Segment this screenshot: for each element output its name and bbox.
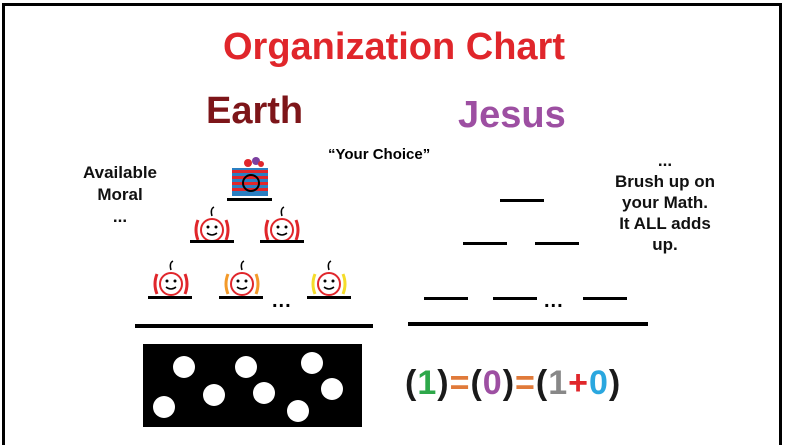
diagram-frame <box>2 3 782 445</box>
face-icon <box>264 206 300 246</box>
equation: (1)=(0)=(1+0) <box>405 364 621 403</box>
earth-ellipsis: ... <box>272 290 292 312</box>
row3-line-3 <box>307 296 351 299</box>
earth-base-line <box>135 324 373 328</box>
right-note-line1: Brush up on <box>614 172 716 191</box>
equation-token: = <box>449 364 471 402</box>
equation-token: + <box>568 364 589 402</box>
earth-heading: Earth <box>206 90 304 132</box>
row3-line-1 <box>148 296 192 299</box>
left-note-line1: Available <box>82 163 158 182</box>
white-dot <box>321 378 343 400</box>
your-choice-label: “Your Choice” <box>328 146 431 163</box>
left-note-line3: ... <box>112 207 128 226</box>
row2-line-2 <box>260 240 304 243</box>
equation-token: = <box>515 364 536 402</box>
white-dot <box>173 356 195 378</box>
left-note: Available Moral ... <box>60 162 180 228</box>
white-dot <box>253 382 275 404</box>
jesus-row2-line-1 <box>463 242 507 245</box>
jesus-row3-line-2 <box>493 297 537 300</box>
right-note: ... Brush up on your Math. It ALL adds u… <box>590 150 740 255</box>
jesus-row2-line-2 <box>535 242 579 245</box>
row2-line-1 <box>190 240 234 243</box>
equation-token: 0 <box>588 364 609 402</box>
jesus-heading: Jesus <box>458 94 566 136</box>
equation-token: 0 <box>482 364 503 402</box>
face-icon <box>153 260 189 300</box>
king-figure-icon <box>228 154 276 198</box>
equation-token: ( <box>535 364 549 402</box>
equation-token: ( <box>405 364 418 402</box>
face-icon <box>311 260 347 300</box>
equation-token: ) <box>437 364 450 402</box>
jesus-top-line <box>500 199 544 202</box>
white-dot <box>301 352 323 374</box>
king-line <box>227 198 272 201</box>
jesus-row3-line-3 <box>583 297 627 300</box>
jesus-ellipsis: ... <box>544 290 564 312</box>
face-icon <box>224 260 260 300</box>
row3-line-2 <box>219 296 263 299</box>
equation-token: 1 <box>417 364 438 402</box>
white-dot <box>203 384 225 406</box>
white-dot <box>153 396 175 418</box>
equation-token: ( <box>470 364 483 402</box>
right-note-line4: up. <box>652 235 678 254</box>
face-icon <box>194 206 230 246</box>
chart-title: Organization Chart <box>222 26 566 68</box>
right-note-top: ... <box>657 151 673 170</box>
left-note-line2: Moral <box>97 185 143 204</box>
equation-token: ) <box>608 364 622 402</box>
white-dot <box>287 400 309 422</box>
right-note-line3: It ALL adds <box>619 214 711 233</box>
white-dot <box>235 356 257 378</box>
right-note-line2: your Math. <box>622 193 708 212</box>
equation-token: ) <box>502 364 516 402</box>
black-box <box>143 344 362 427</box>
equation-token: 1 <box>548 364 569 402</box>
jesus-row3-line-1 <box>424 297 468 300</box>
jesus-base-line <box>408 322 648 326</box>
